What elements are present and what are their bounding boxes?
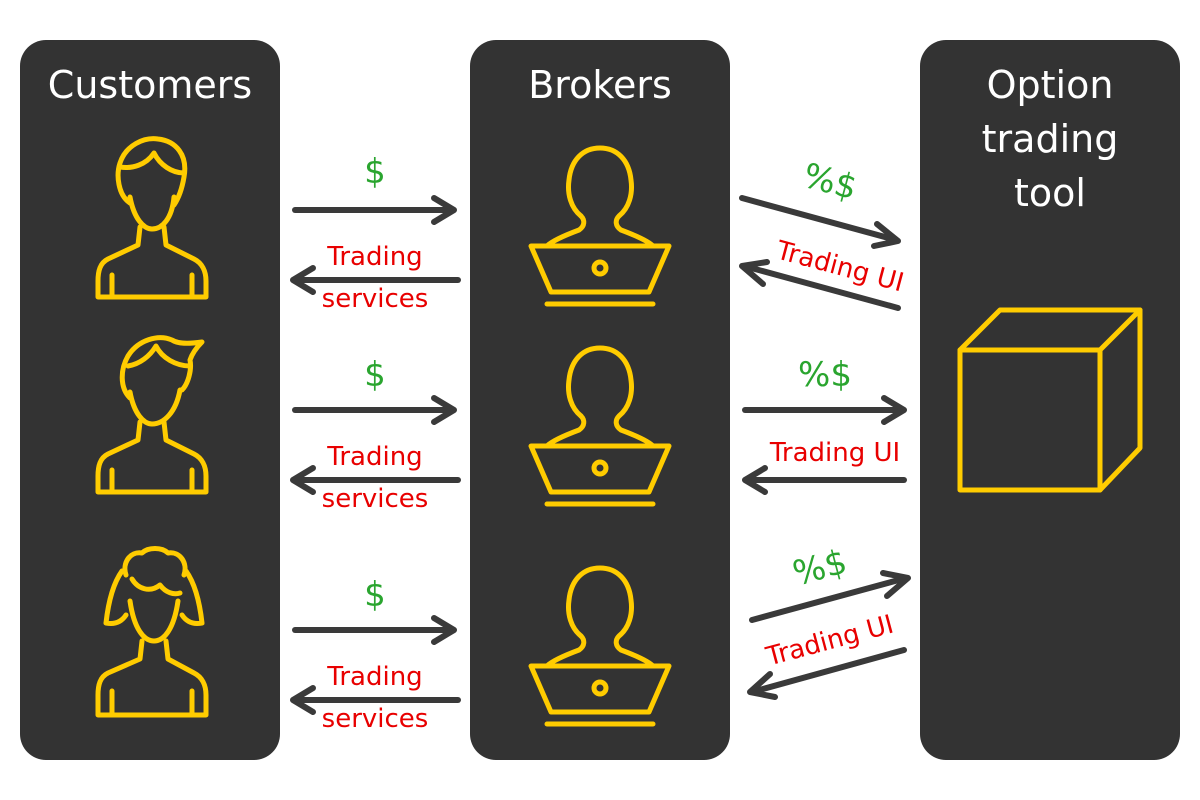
arrow-broker-to-customer-2 <box>290 465 461 495</box>
brokers-panel: Brokers <box>470 40 730 760</box>
broker-1-person-at-laptop-icon <box>525 142 675 312</box>
arrow-tool-to-broker-3 <box>747 647 907 700</box>
customer-3-person-icon <box>92 545 212 725</box>
arrow-broker-to-tool-1 <box>739 195 901 249</box>
broker-3-person-at-laptop-icon <box>525 562 675 732</box>
option-trading-tool-title: Option trading tool <box>981 63 1119 215</box>
customer-to-broker-label-2: $ <box>364 355 386 395</box>
arrow-tool-to-broker-1 <box>739 259 901 311</box>
customer-2-person-icon <box>92 330 212 500</box>
broker-2-person-at-laptop-icon <box>525 342 675 512</box>
brokers-title: Brokers <box>528 63 672 107</box>
arrow-broker-to-customer-3 <box>290 685 461 715</box>
arrow-broker-to-tool-3 <box>749 570 911 623</box>
customer-1-person-icon <box>92 135 212 305</box>
arrow-customer-to-broker-2 <box>292 395 457 425</box>
customer-to-broker-label-1: $ <box>364 152 386 192</box>
customers-title: Customers <box>47 63 253 107</box>
broker-to-customer-label-2: Trading services <box>321 442 429 514</box>
arrow-tool-to-broker-2 <box>742 465 907 495</box>
broker-to-customer-label-1: Trading services <box>321 242 429 314</box>
arrow-broker-to-customer-1 <box>290 265 461 295</box>
arrow-customer-to-broker-1 <box>292 195 457 225</box>
customer-to-broker-label-3: $ <box>364 575 386 615</box>
broker-to-tool-label-2: %$ <box>798 355 852 395</box>
option-trading-tool-panel: Option trading tool <box>920 40 1180 760</box>
arrow-customer-to-broker-3 <box>292 615 457 645</box>
option-trading-tool-cube-icon <box>950 300 1150 500</box>
arrow-broker-to-tool-2 <box>742 395 907 425</box>
broker-to-customer-label-3: Trading services <box>321 662 429 734</box>
tool-to-broker-label-2: Trading UI <box>769 438 901 468</box>
